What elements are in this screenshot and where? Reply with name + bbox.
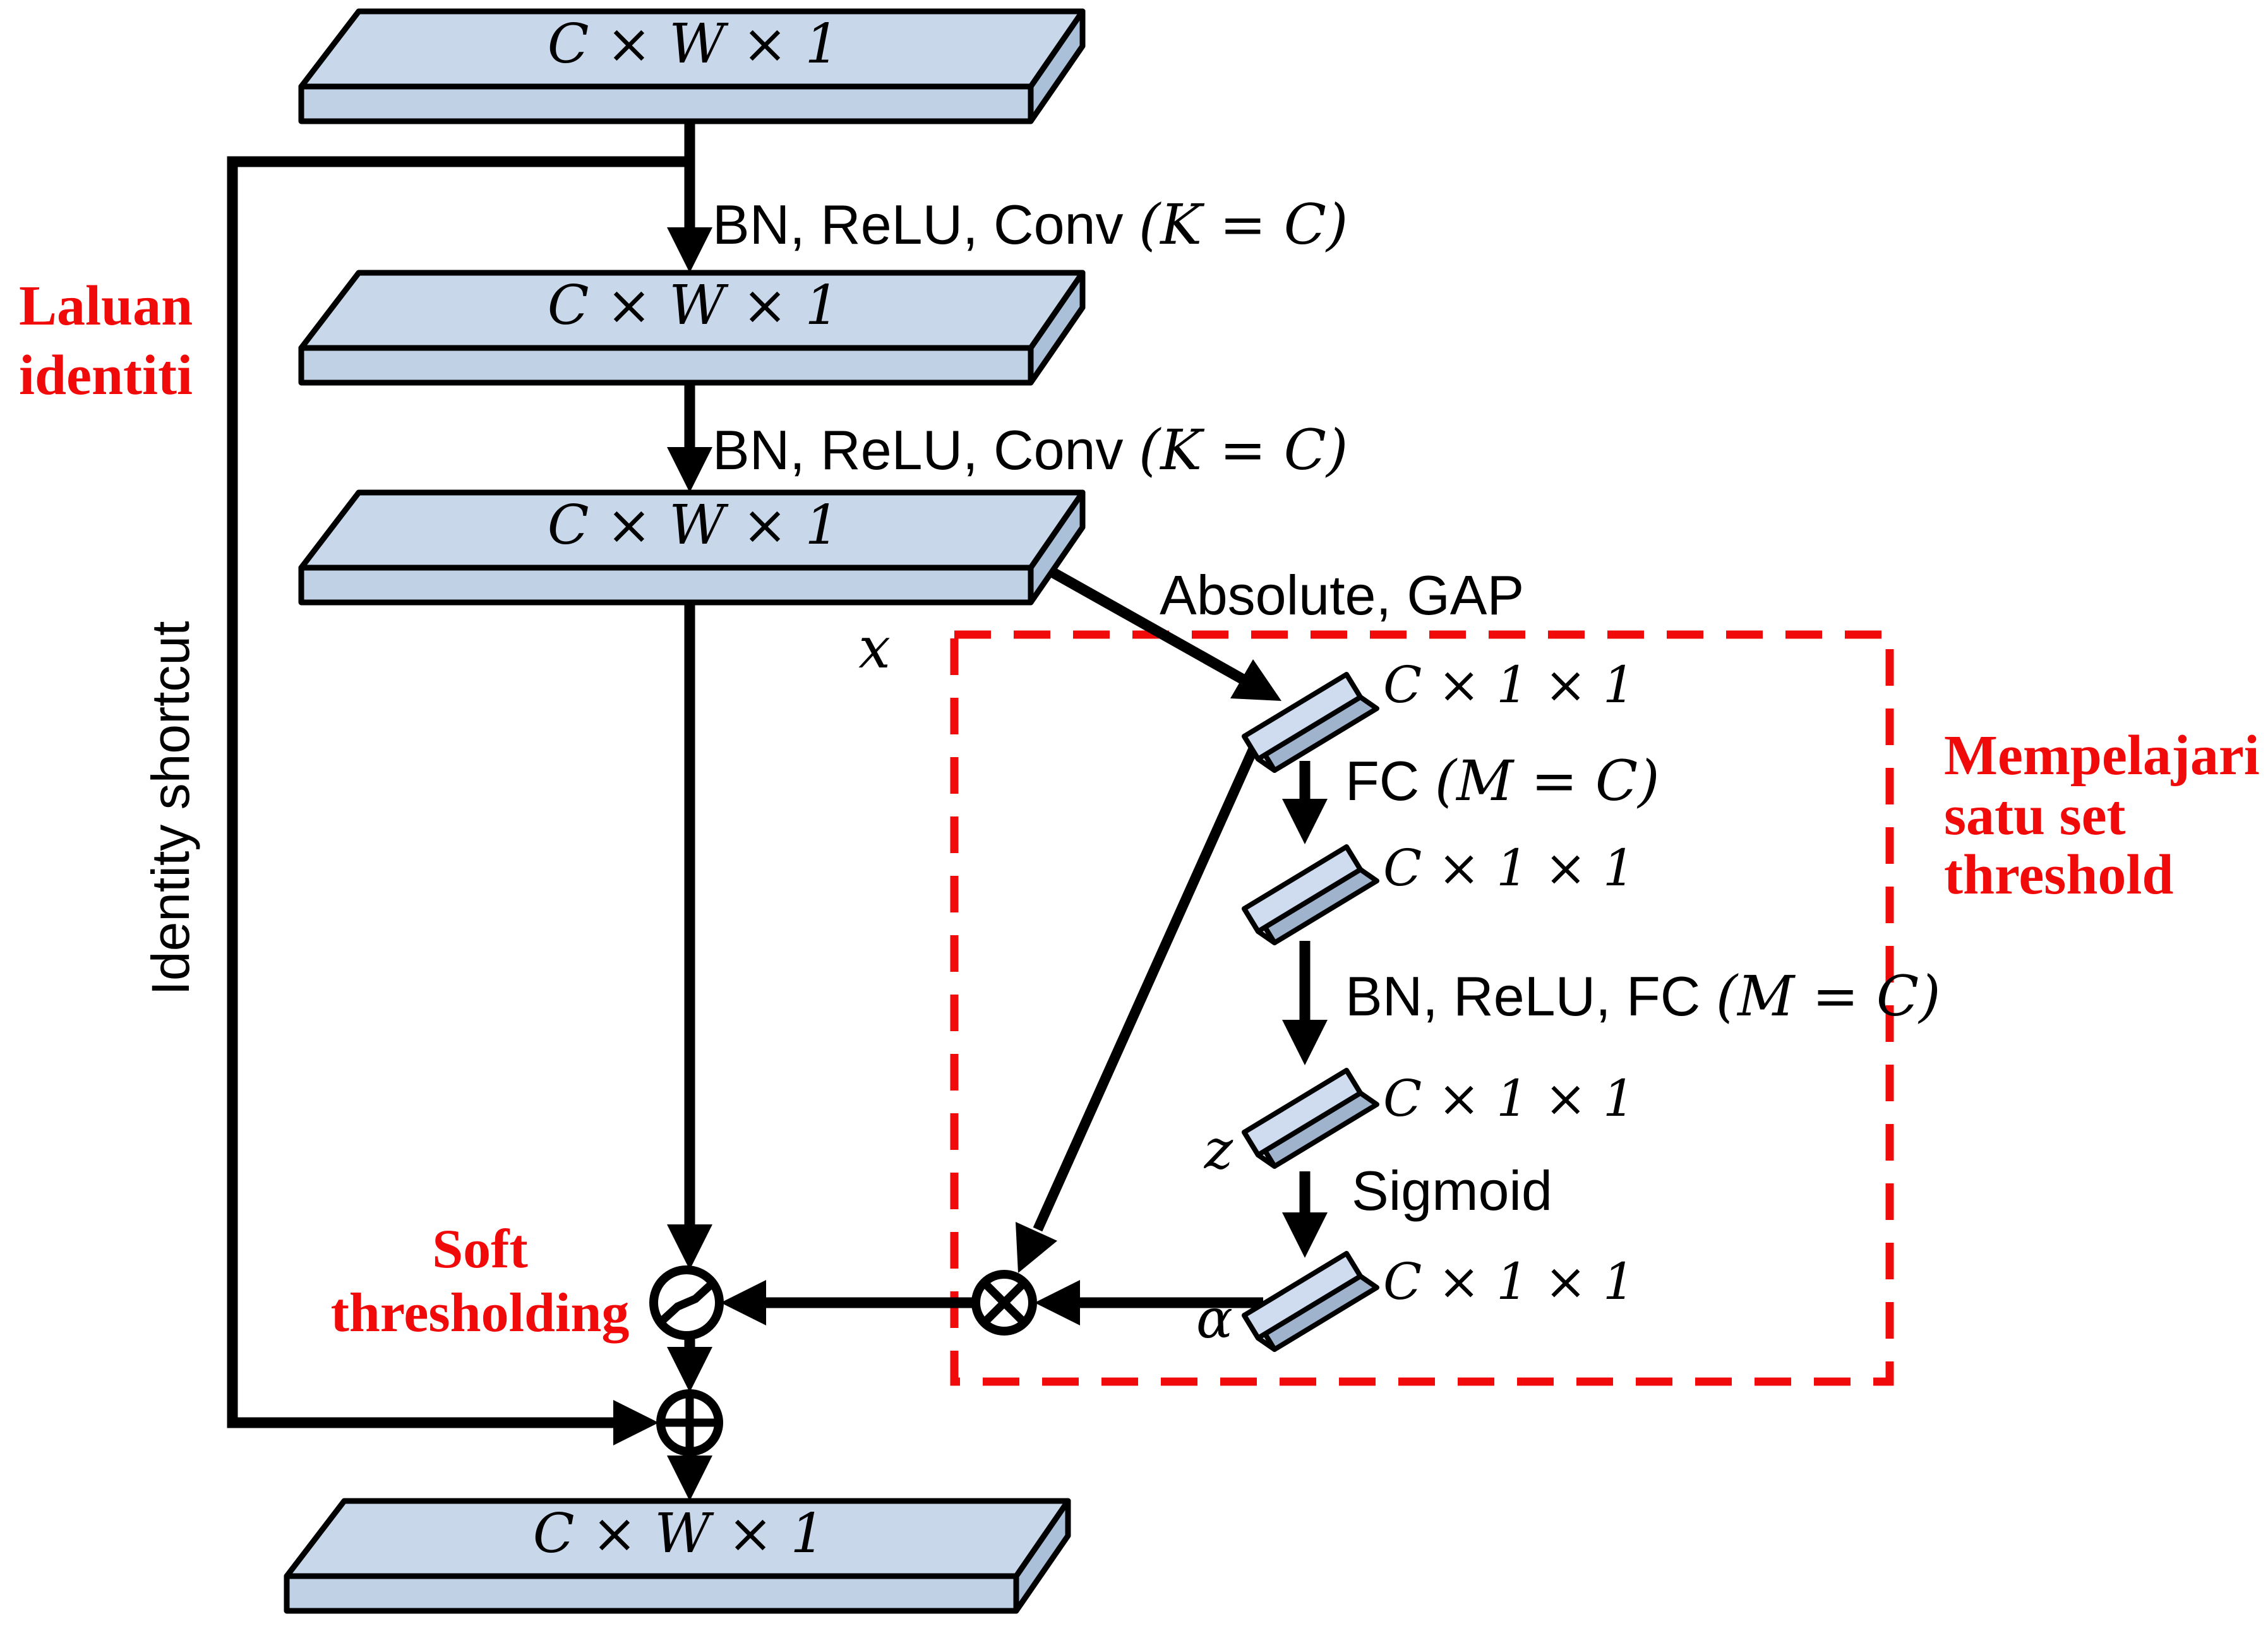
gap-to-multiply-diagonal-arrow (1016, 741, 1261, 1273)
label-bn-relu-fc-prefix: BN, ReLU, FC (1345, 965, 1716, 1027)
multiply-to-softthreshold-arrow (721, 1280, 976, 1325)
label-fc: FC (M = C) (1345, 753, 1660, 809)
conv1-arrow (667, 120, 712, 273)
identity-shortcut-path (227, 156, 690, 1445)
var-z: z (1204, 1118, 1233, 1181)
slab-label-conv2: C × W × 1 (547, 494, 840, 557)
label-sigmoid: Sigmoid (1352, 1159, 1552, 1222)
label-conv2-math: (K = C) (1138, 417, 1348, 482)
slab-label-input: C × W × 1 (547, 13, 840, 76)
add-to-output-arrow (667, 1452, 712, 1501)
annotation-learn-thresholds: Mempelajari satu set threshold (1944, 724, 2260, 906)
annotation-laluan-identiti: Laluan identiti (19, 275, 193, 407)
vector-bar-alpha (1244, 1253, 1377, 1349)
annotation-soft-thresholding: Soft thresholding (330, 1219, 630, 1344)
alpha-to-multiply-arrow (1035, 1280, 1263, 1325)
fc2-arrow (1282, 941, 1328, 1065)
label-conv1-prefix: BN, ReLU, Conv (712, 193, 1139, 256)
fc1-arrow (1282, 761, 1328, 844)
label-conv2-prefix: BN, ReLU, Conv (712, 419, 1139, 481)
vector-label-gap: C × 1 × 1 (1383, 655, 1635, 714)
label-conv1-math: (K = C) (1138, 192, 1348, 257)
add-icon (656, 1389, 723, 1456)
sigmoid-arrow (1282, 1171, 1328, 1258)
vector-bar-z (1244, 1070, 1377, 1166)
var-x: x (858, 615, 891, 681)
absolute-gap-diagonal-arrow (1039, 561, 1281, 701)
arrowhead-into-add (613, 1400, 659, 1445)
annotation-identity-shortcut: Identity shortcut (141, 621, 200, 996)
soft-threshold-icon (649, 1265, 724, 1340)
slab-label-conv1: C × W × 1 (547, 274, 840, 337)
label-bn-relu-fc: BN, ReLU, FC (M = C) (1345, 969, 1941, 1024)
slab-label-output: C × W × 1 (532, 1502, 825, 1565)
vector-label-z: C × 1 × 1 (1383, 1069, 1635, 1128)
label-absolute-gap: Absolute, GAP (1160, 564, 1525, 626)
x-to-softthreshold-arrow (667, 602, 712, 1270)
label-fc-prefix: FC (1345, 750, 1435, 812)
label-conv2: BN, ReLU, Conv (K = C) (712, 422, 1348, 478)
label-conv1: BN, ReLU, Conv (K = C) (712, 197, 1348, 253)
vector-label-alpha: C × 1 × 1 (1383, 1252, 1635, 1311)
label-bn-relu-fc-math: (M = C) (1715, 964, 1941, 1029)
conv2-arrow (667, 383, 712, 493)
var-alpha: α (1196, 1288, 1233, 1351)
multiply-icon (971, 1270, 1037, 1336)
vector-bar-fc1 (1244, 847, 1377, 943)
vector-label-fc1: C × 1 × 1 (1383, 839, 1635, 897)
label-fc-math: (M = C) (1434, 748, 1660, 813)
threshold-module-boundary-box (950, 630, 1894, 1386)
